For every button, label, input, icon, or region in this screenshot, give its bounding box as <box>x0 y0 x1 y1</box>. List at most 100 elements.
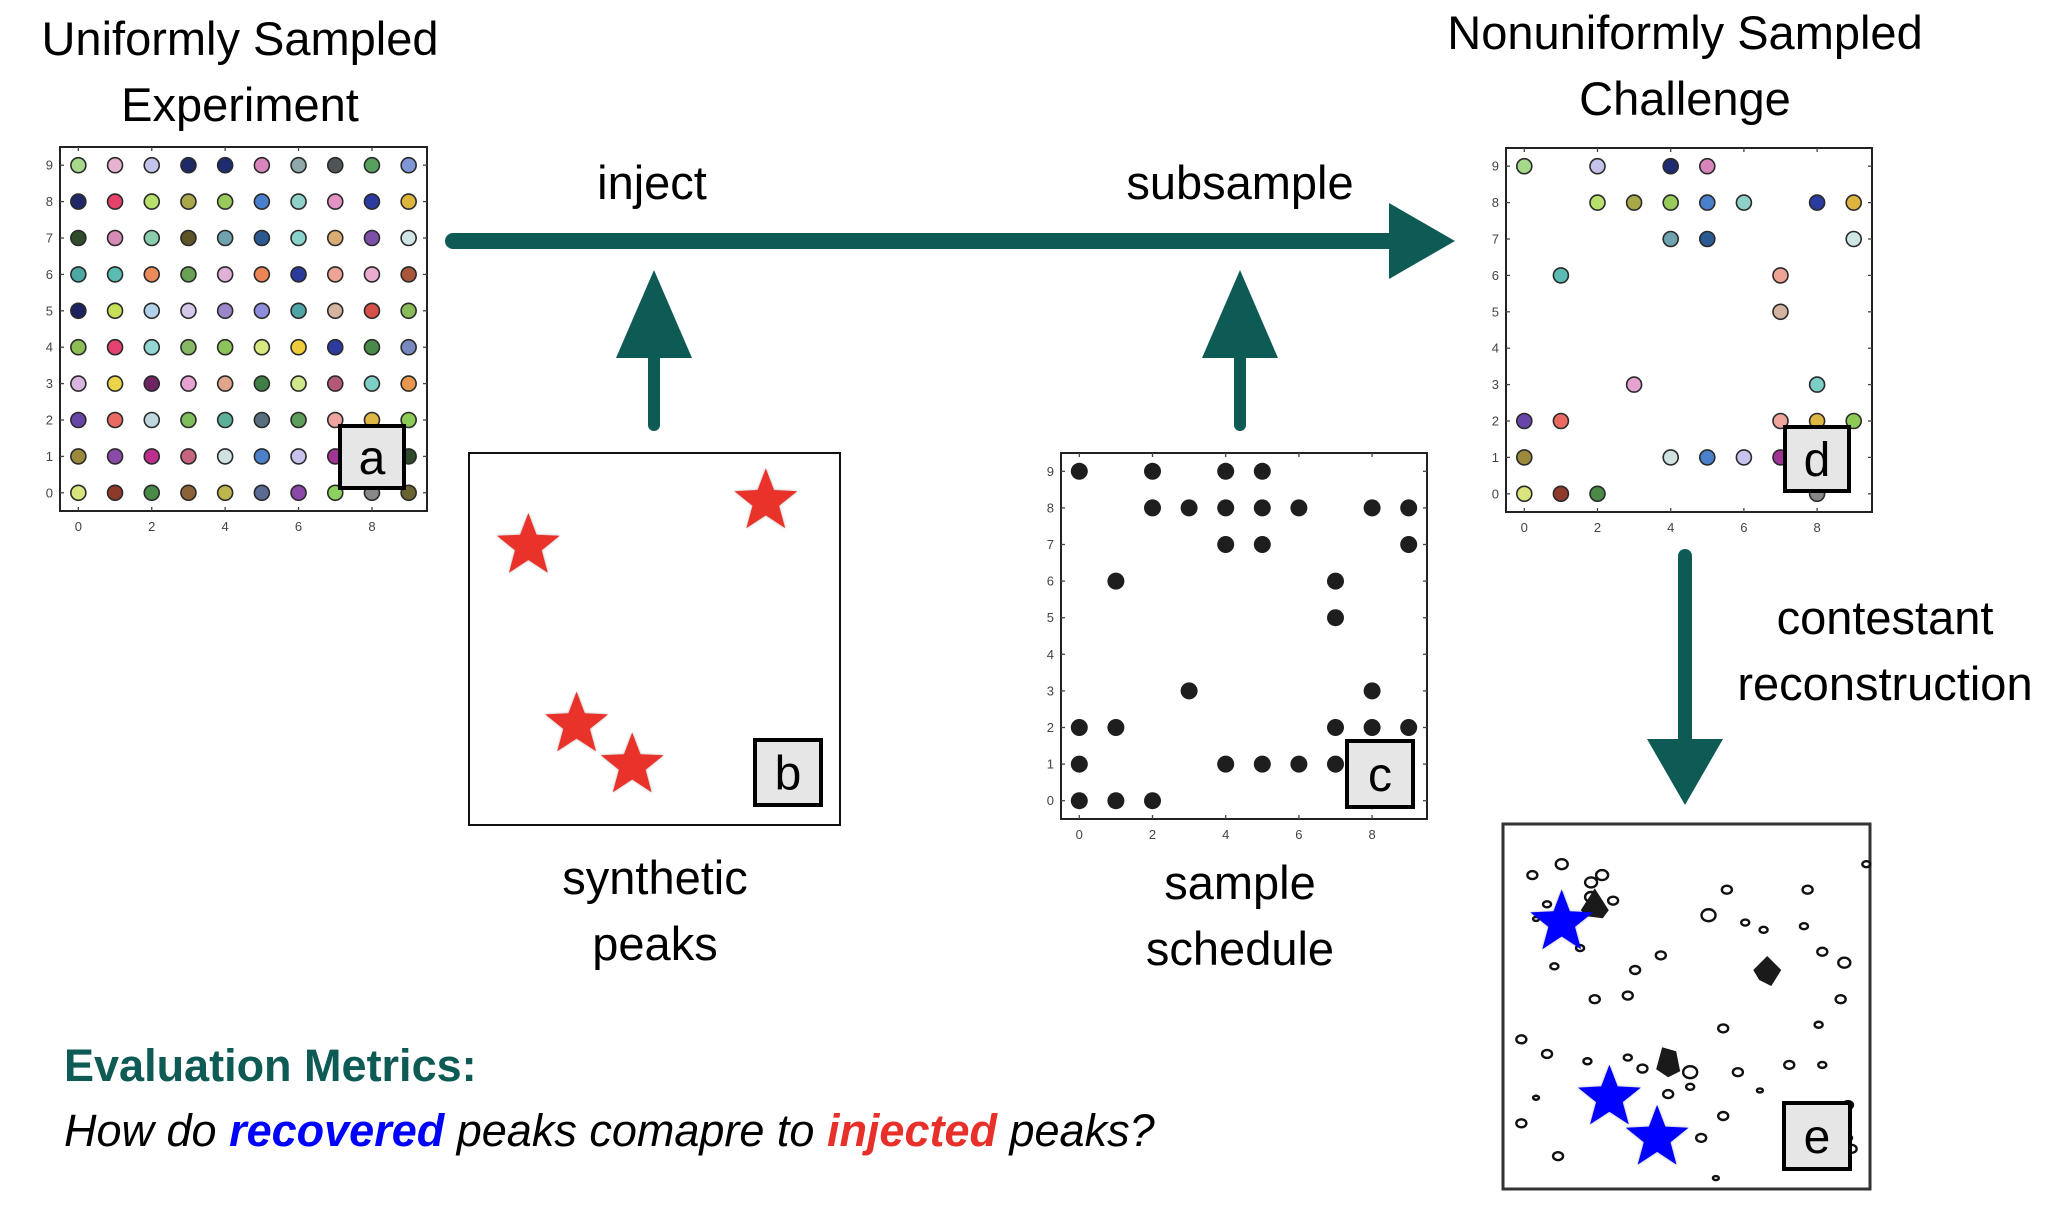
sampled-grid-point <box>1516 412 1533 430</box>
panel-c-ytick-label: 7 <box>1047 537 1054 552</box>
grid-point <box>363 229 381 247</box>
sampled-grid-point <box>1699 230 1716 248</box>
panel-e-label-letter: e <box>1804 1111 1831 1164</box>
grid-point <box>326 229 344 247</box>
panel-c-ytick-label: 1 <box>1047 757 1054 772</box>
grid-point <box>400 156 417 174</box>
sampled-grid-point <box>1662 230 1679 248</box>
schedule-point <box>1070 755 1088 773</box>
schedule-point <box>1144 462 1161 480</box>
panel-a-label-letter: a <box>359 432 386 485</box>
grid-point <box>180 448 197 465</box>
schedule-point <box>1290 755 1308 773</box>
contour-blob <box>1681 1064 1699 1080</box>
sampled-grid-point <box>1772 267 1789 284</box>
panel-a-ytick-label: 6 <box>46 267 53 282</box>
grid-point <box>143 156 161 174</box>
question-part1: How do <box>64 1105 230 1156</box>
contour-blob <box>1711 1174 1721 1182</box>
panel-c-ytick-label: 8 <box>1047 500 1054 515</box>
contour-blob <box>1549 962 1560 971</box>
injected-peak-star <box>734 468 798 529</box>
schedule-point <box>1144 792 1161 810</box>
grid-point <box>143 193 161 210</box>
grid-point <box>326 156 344 174</box>
reconstructed-peak <box>1753 956 1782 986</box>
grid-point <box>400 375 417 392</box>
reconstruction-label-line1: contestant <box>1776 591 1994 644</box>
sampled-grid-point <box>1625 194 1643 211</box>
contour-blob <box>1740 918 1751 927</box>
schedule-point <box>1180 499 1198 517</box>
schedule-point <box>1107 792 1125 810</box>
grid-point <box>106 411 124 429</box>
contour-blob <box>1700 908 1717 923</box>
schedule-point <box>1400 719 1418 736</box>
panel-d-label-letter: d <box>1804 434 1831 487</box>
uniform-title-line2: Experiment <box>121 78 359 131</box>
grid-point <box>216 193 234 210</box>
grid-point <box>106 229 124 247</box>
sample-schedule-line2: schedule <box>1145 922 1335 975</box>
contour-blob <box>1582 1057 1593 1066</box>
grid-point <box>70 375 87 392</box>
grid-point <box>180 411 197 429</box>
grid-point <box>363 302 381 320</box>
grid-point <box>70 338 87 356</box>
sampled-grid-point <box>1552 412 1570 430</box>
panel-a-ytick-label: 1 <box>46 449 53 464</box>
grid-point <box>253 448 271 465</box>
grid-point <box>253 411 271 429</box>
contour-blob <box>1661 1088 1675 1100</box>
inject-label: inject <box>597 156 707 209</box>
panel-c-xtick-label: 2 <box>1149 827 1156 842</box>
schedule-point <box>1107 719 1125 736</box>
schedule-point <box>1363 682 1381 700</box>
sampled-grid-point <box>1808 376 1826 393</box>
grid-point <box>180 302 197 320</box>
grid-point <box>290 375 307 392</box>
synthetic-peaks-label: synthetic peaks <box>555 845 755 977</box>
contour-blob <box>1541 900 1553 909</box>
grid-point <box>106 193 124 210</box>
sampled-grid-point <box>1552 267 1570 284</box>
contour-blob <box>1716 1110 1730 1122</box>
schedule-point <box>1107 572 1125 590</box>
schedule-point <box>1253 755 1271 773</box>
schedule-point <box>1070 792 1088 810</box>
grid-point <box>290 156 307 174</box>
grid-point <box>400 193 417 210</box>
grid-point <box>143 338 161 356</box>
grid-point <box>326 302 344 320</box>
contour-blob <box>1816 946 1829 957</box>
contour-blob <box>1606 895 1620 906</box>
inject-arrow-head <box>616 270 692 358</box>
contour-blob <box>1654 950 1668 961</box>
contour-blob <box>1837 956 1852 969</box>
schedule-point <box>1327 572 1344 590</box>
grid-point <box>253 375 271 392</box>
grid-point <box>180 229 197 247</box>
contour-blob <box>1588 994 1601 1005</box>
panel-d-xtick-label: 6 <box>1740 520 1747 535</box>
grid-point <box>180 338 197 356</box>
panel-e-reconstruction: e <box>1501 822 1872 1191</box>
nonuniform-title: Nonuniformly Sampled Challenge <box>1395 0 1975 132</box>
panel-c-ytick-label: 5 <box>1047 610 1054 625</box>
grid-point <box>253 338 271 356</box>
sampled-grid-point <box>1662 194 1679 211</box>
panel-a-xtick-label: 6 <box>295 519 302 534</box>
evaluation-metrics-title: Evaluation Metrics: <box>64 1040 477 1091</box>
schedule-point <box>1253 462 1271 480</box>
panel-c-xtick-label: 8 <box>1368 827 1375 842</box>
grid-point <box>326 338 344 356</box>
sampled-grid-point <box>1808 194 1826 211</box>
sampled-grid-point <box>1845 194 1862 211</box>
grid-point <box>290 448 307 465</box>
grid-point <box>290 229 307 247</box>
subsample-arrow-head <box>1202 270 1278 358</box>
contour-blob <box>1515 1118 1528 1129</box>
